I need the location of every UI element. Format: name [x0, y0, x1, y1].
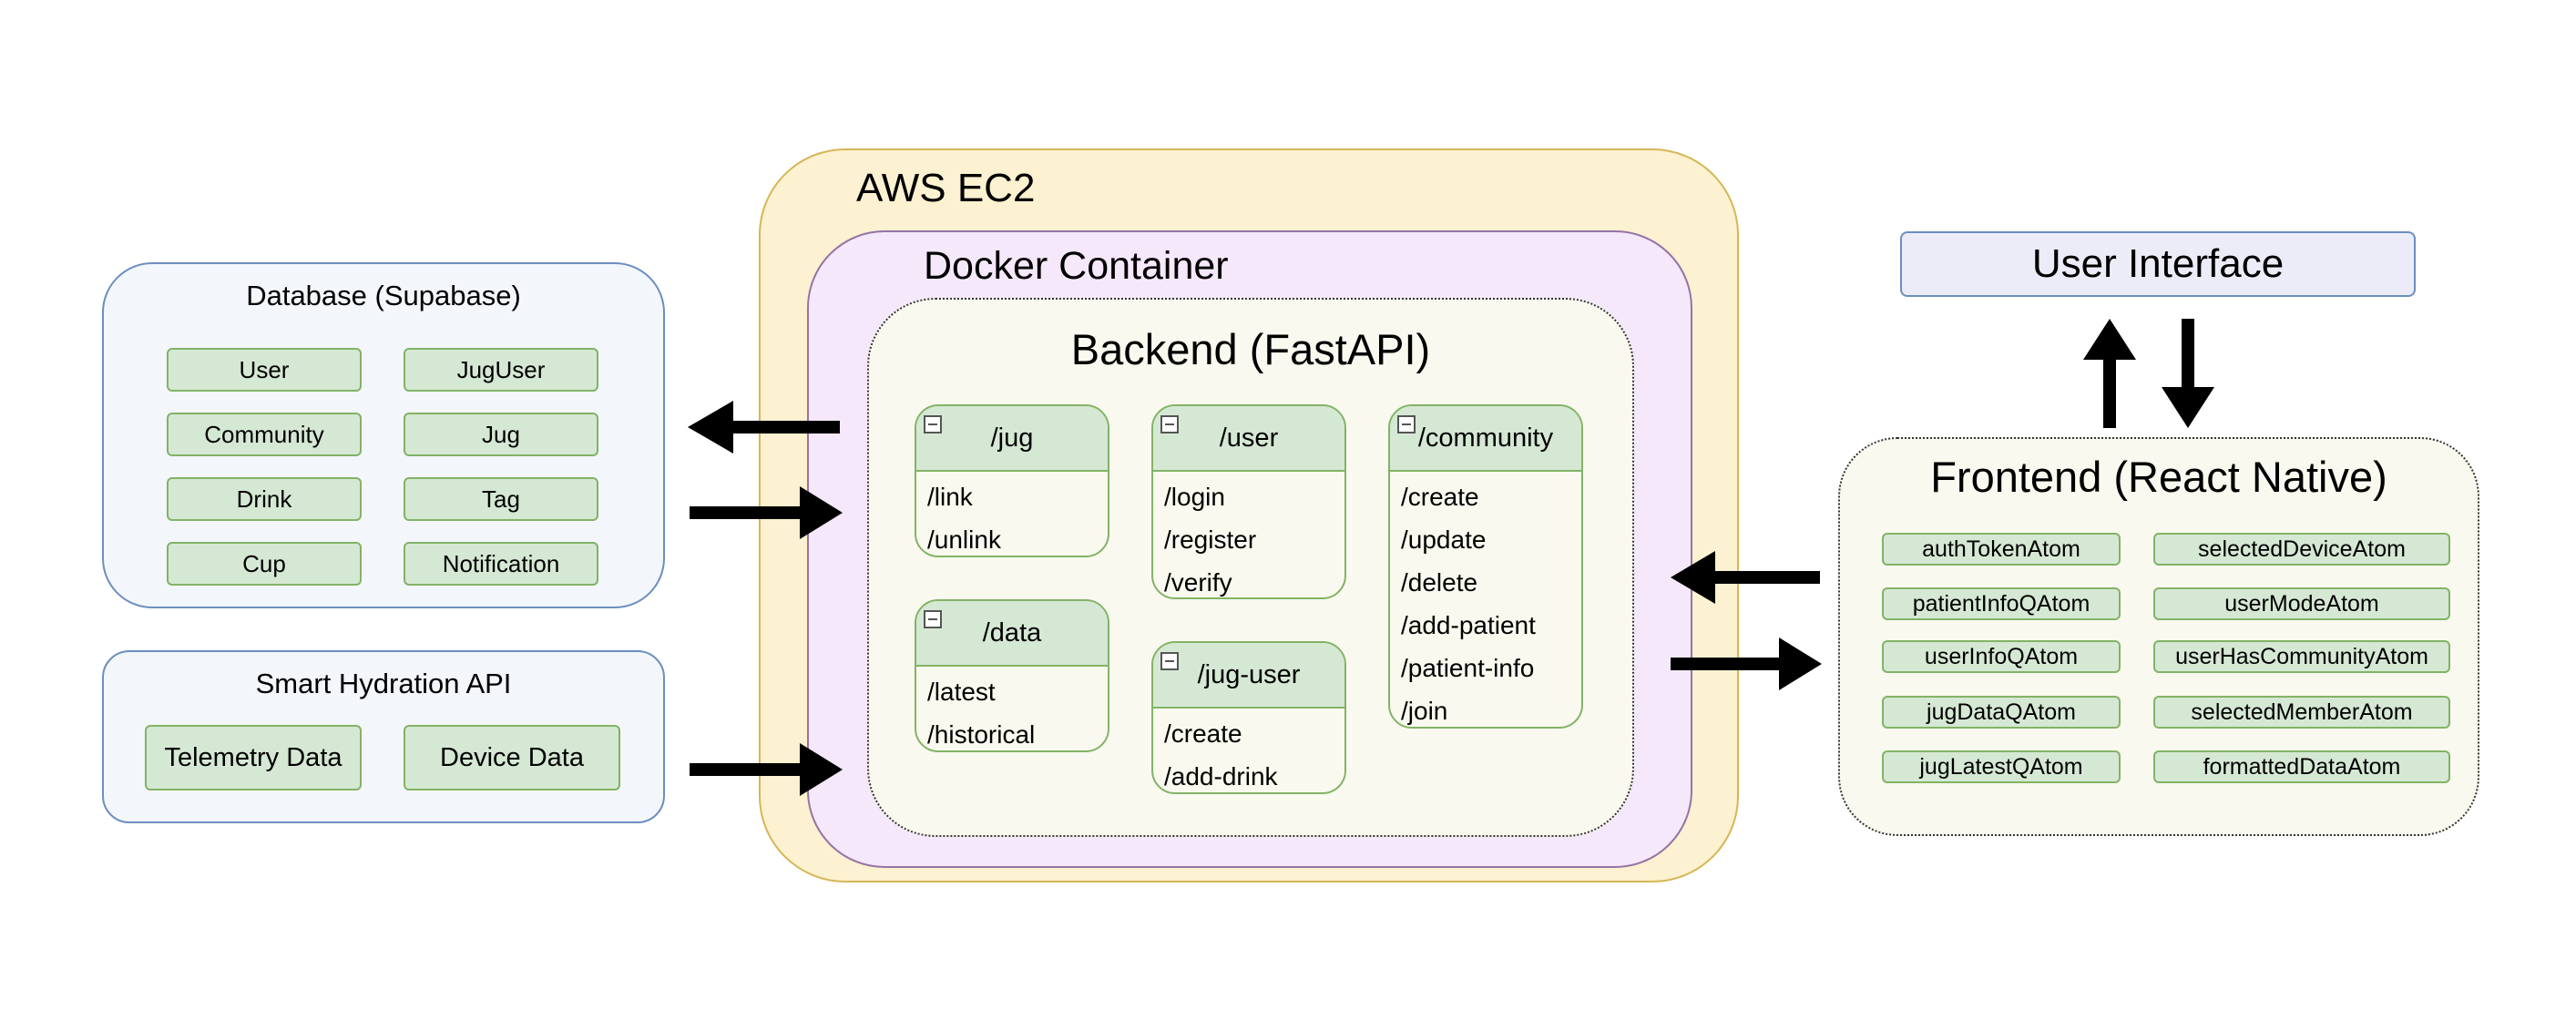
state-atom: selectedDeviceAtom [2153, 533, 2450, 566]
collapse-icon[interactable] [924, 610, 942, 628]
hydration-api-title: Smart Hydration API [255, 668, 512, 699]
endpoint-group-community: /community /create /update /delete /add-… [1388, 404, 1583, 729]
endpoint-group-header: /community [1390, 406, 1581, 472]
database-title: Database (Supabase) [246, 280, 521, 311]
endpoint-route: /login [1164, 483, 1225, 511]
endpoint-group-data: /data /latest /historical [915, 599, 1109, 752]
state-atom: userModeAtom [2153, 587, 2450, 620]
db-table: Community [167, 413, 362, 456]
endpoint-route: /delete [1401, 568, 1478, 597]
endpoint-route: /unlink [927, 525, 1001, 554]
db-table: User [167, 348, 362, 392]
db-table: JugUser [404, 348, 598, 392]
endpoint-route: /update [1401, 525, 1487, 554]
endpoint-group-header: /data [916, 601, 1108, 667]
endpoint-route: /join [1401, 697, 1448, 725]
endpoint-route: /patient-info [1401, 654, 1535, 682]
user-interface-title: User Interface [2031, 241, 2285, 286]
state-atom: userInfoQAtom [1882, 640, 2121, 673]
endpoint-route: /add-drink [1164, 762, 1278, 790]
endpoint-route: /register [1164, 525, 1257, 554]
state-atom: patientInfoQAtom [1882, 587, 2121, 620]
endpoint-route: /create [1401, 483, 1479, 511]
state-atom: authTokenAtom [1882, 533, 2121, 566]
aws-ec2-title: AWS EC2 [856, 166, 1036, 210]
endpoint-group-name: /community [1417, 423, 1554, 453]
endpoint-group-header: /jug-user [1153, 643, 1344, 709]
db-table: Jug [404, 413, 598, 456]
arrow-backend-to-frontend [1671, 638, 1822, 690]
endpoint-group-header: /user [1153, 406, 1344, 472]
frontend-title: Frontend (React Native) [1930, 453, 2387, 501]
arrow-to-database [688, 401, 840, 454]
arrow-ui-to-frontend [2162, 319, 2214, 428]
endpoint-route: /historical [927, 720, 1036, 749]
state-atom: jugLatestQAtom [1882, 750, 2121, 783]
endpoint-group-name: /jug-user [1197, 659, 1301, 689]
collapse-icon[interactable] [1160, 415, 1179, 434]
endpoint-route: /latest [927, 678, 996, 706]
endpoint-group-jug: /jug /link /unlink [915, 404, 1109, 557]
endpoint-group-header: /jug [916, 406, 1108, 472]
db-table: Tag [404, 477, 598, 521]
db-table: Cup [167, 542, 362, 586]
api-item-telemetry: Telemetry Data [145, 725, 362, 790]
endpoint-route: /link [927, 483, 973, 511]
backend-title: Backend (FastAPI) [1070, 325, 1431, 373]
db-table: Notification [404, 542, 598, 586]
state-atom: jugDataQAtom [1882, 696, 2121, 729]
endpoint-group-user: /user /login /register /verify [1151, 404, 1346, 599]
state-atom: userHasCommunityAtom [2153, 640, 2450, 673]
collapse-icon[interactable] [1160, 652, 1179, 670]
endpoint-group-name: /jug [990, 423, 1034, 453]
collapse-icon[interactable] [924, 415, 942, 434]
db-table: Drink [167, 477, 362, 521]
api-item-device: Device Data [404, 725, 620, 790]
arrow-frontend-to-backend [1671, 551, 1820, 604]
endpoint-group-jug-user: /jug-user /create /add-drink [1151, 641, 1346, 794]
state-atom: selectedMemberAtom [2153, 696, 2450, 729]
collapse-icon[interactable] [1397, 415, 1416, 434]
user-interface-box: User Interface [1900, 231, 2416, 297]
endpoint-group-name: /data [982, 617, 1042, 648]
arrow-from-database [690, 486, 843, 539]
docker-container-title: Docker Container [924, 244, 1229, 288]
endpoint-route: /add-patient [1401, 611, 1536, 639]
arrow-from-hydration-api [690, 743, 843, 796]
endpoint-group-name: /user [1219, 423, 1279, 453]
endpoint-route: /verify [1164, 568, 1232, 597]
arrow-frontend-to-ui [2083, 319, 2136, 428]
state-atom: formattedDataAtom [2153, 750, 2450, 783]
endpoint-route: /create [1164, 719, 1242, 748]
